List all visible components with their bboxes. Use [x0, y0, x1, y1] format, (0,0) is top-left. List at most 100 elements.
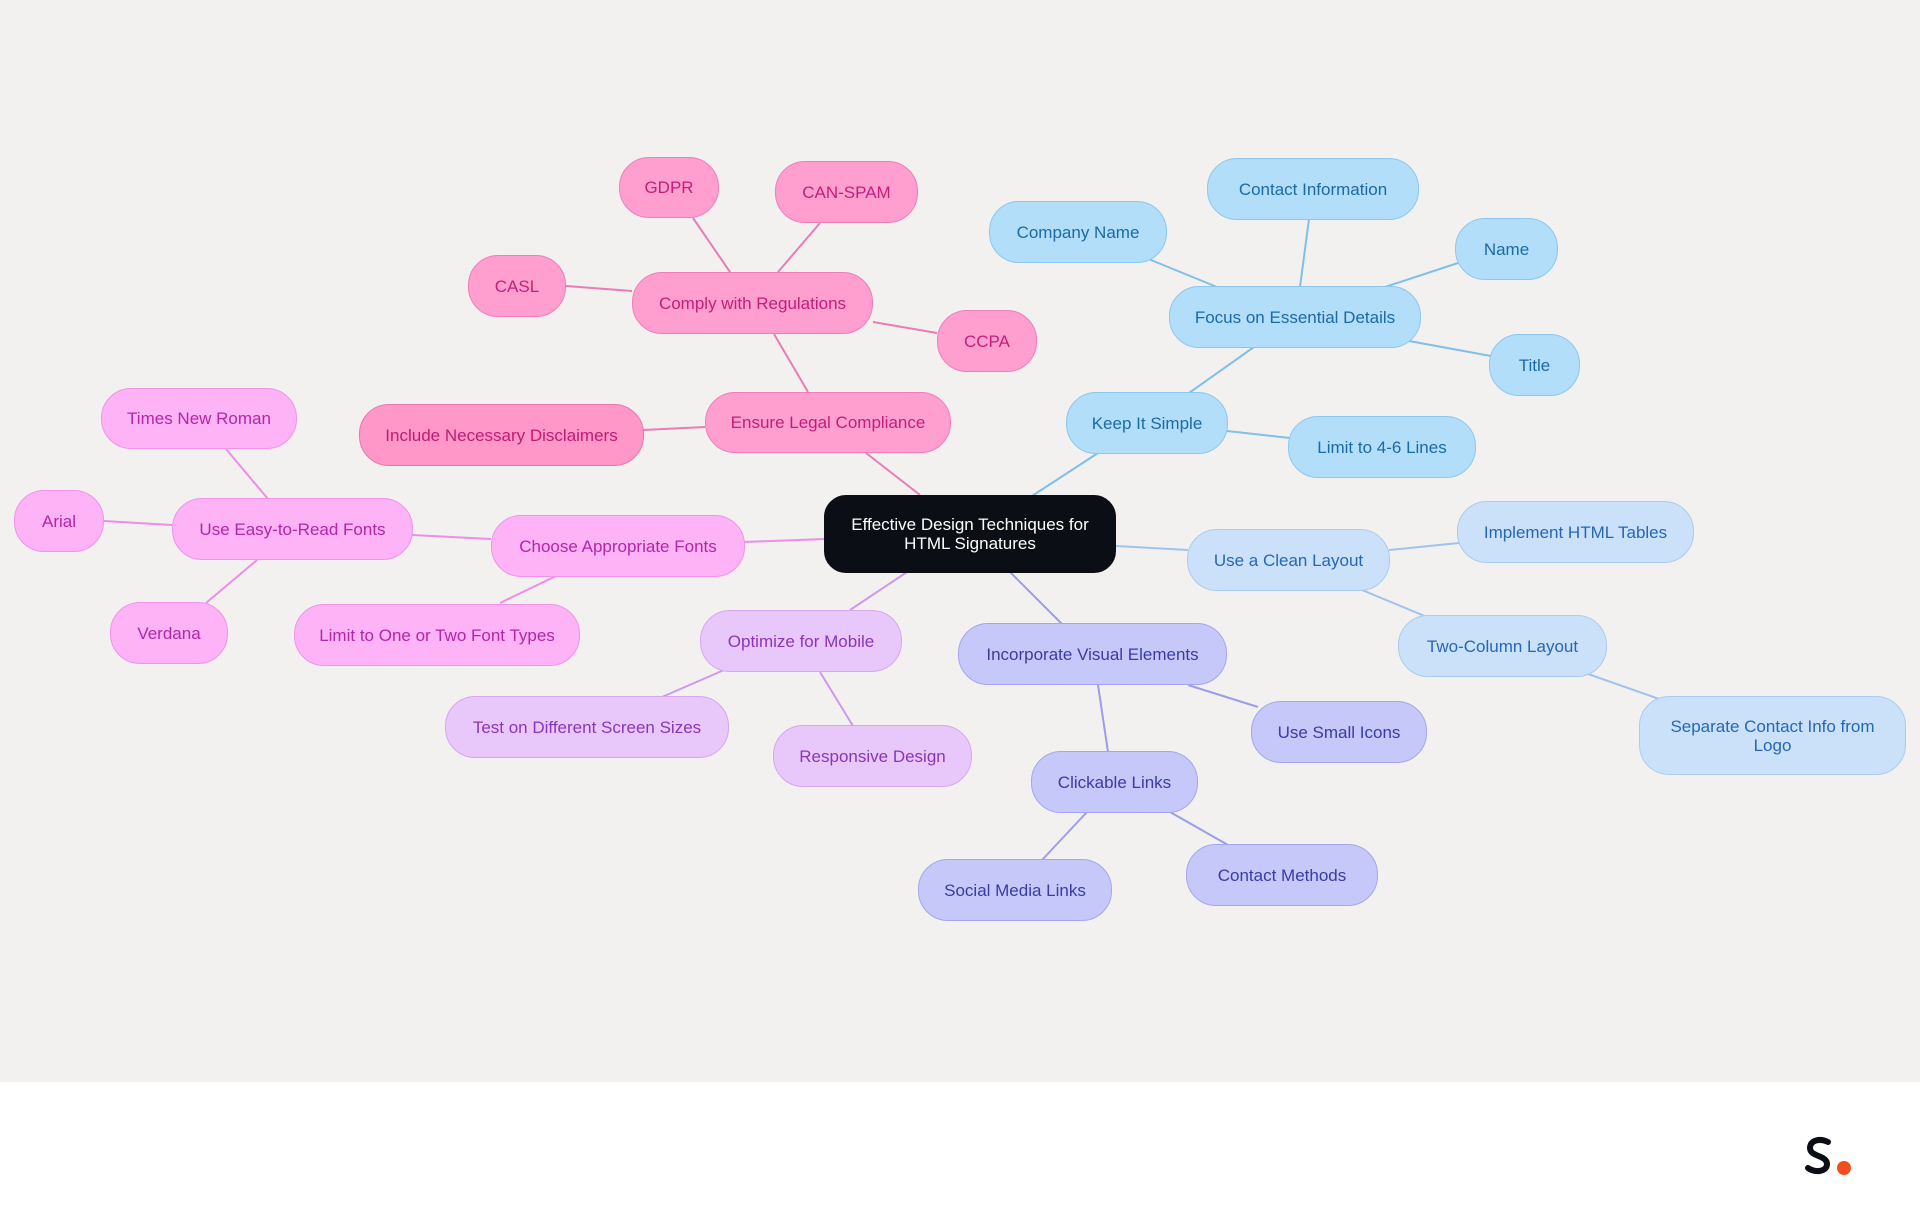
- edge-root-mobile: [849, 571, 908, 611]
- edge-mobile-test: [661, 669, 725, 698]
- edge-fonts-limit: [499, 575, 557, 604]
- node-label: Use Small Icons: [1277, 722, 1401, 742]
- node-company-name[interactable]: Company Name: [989, 201, 1167, 263]
- node-contact-information[interactable]: Contact Information: [1207, 158, 1419, 220]
- node-implement-html-tables[interactable]: Implement HTML Tables: [1457, 501, 1694, 563]
- node-arial[interactable]: Arial: [14, 490, 104, 552]
- edge-root-visual: [1009, 571, 1063, 625]
- node-label: Contact Information: [1238, 179, 1388, 199]
- node-label: CCPA: [964, 331, 1010, 351]
- node-label: Title: [1518, 355, 1551, 375]
- node-include-necessary-disclaimers[interactable]: Include Necessary Disclaimers: [359, 404, 644, 466]
- node-label: Limit to One or Two Font Types: [319, 625, 555, 645]
- edge-essential-title: [1408, 340, 1492, 357]
- edge-regulations-canspam: [777, 222, 821, 273]
- edge-mobile-responsive: [819, 671, 854, 727]
- edge-regulations-ccpa: [872, 321, 938, 334]
- node-label: Optimize for Mobile: [727, 631, 875, 651]
- node-label: Times New Roman: [127, 409, 271, 428]
- node-label: Two-Column Layout: [1426, 636, 1579, 656]
- node-label: Responsive Design: [799, 746, 946, 766]
- node-keep-it-simple[interactable]: Keep It Simple: [1066, 392, 1228, 454]
- node-label: Ensure Legal Compliance: [730, 413, 926, 432]
- mindmap-edges: [103, 217, 1663, 861]
- node-use-easy-to-read-fonts[interactable]: Use Easy-to-Read Fonts: [172, 498, 413, 560]
- node-clickable-links[interactable]: Clickable Links: [1031, 751, 1198, 813]
- edge-essential-contact: [1299, 218, 1310, 288]
- edge-root-fonts: [743, 538, 826, 543]
- node-label: Keep It Simple: [1091, 413, 1203, 433]
- node-comply-with-regulations[interactable]: Comply with Regulations: [632, 272, 873, 334]
- node-label: Test on Different Screen Sizes: [472, 717, 702, 737]
- node-incorporate-visual-elements[interactable]: Incorporate Visual Elements: [958, 623, 1227, 685]
- node-test-on-different-screen-sizes[interactable]: Test on Different Screen Sizes: [445, 696, 729, 758]
- edge-easy-arial: [103, 520, 173, 526]
- node-label: Separate Contact Info from Logo: [1670, 716, 1875, 755]
- edge-regulations-gdpr: [692, 217, 731, 273]
- node-gdpr[interactable]: GDPR: [619, 157, 719, 218]
- brand-logo-icon: [1805, 1137, 1851, 1175]
- root-label: Effective Design Techniques for HTML Sig…: [851, 515, 1089, 553]
- edge-essential-company: [1145, 257, 1218, 288]
- node-optimize-for-mobile[interactable]: Optimize for Mobile: [700, 610, 902, 672]
- edge-regulations-casl: [565, 285, 633, 292]
- node-label: Contact Methods: [1217, 865, 1347, 885]
- node-ensure-legal-compliance[interactable]: Ensure Legal Compliance: [705, 392, 951, 453]
- node-label: Clickable Links: [1057, 772, 1172, 792]
- node-label: Social Media Links: [944, 880, 1086, 900]
- edge-fonts-easy: [411, 534, 492, 540]
- node-use-a-clean-layout[interactable]: Use a Clean Layout: [1187, 529, 1390, 591]
- node-label: CASL: [494, 276, 540, 296]
- node-two-column-layout[interactable]: Two-Column Layout: [1398, 615, 1607, 677]
- edge-links-contact: [1169, 811, 1229, 846]
- edge-layout-twocol: [1361, 589, 1428, 618]
- node-label: Company Name: [1016, 222, 1140, 242]
- edge-root-simple: [1031, 452, 1099, 497]
- root-node[interactable]: Effective Design Techniques for HTML Sig…: [824, 495, 1116, 573]
- edge-visual-icons: [1187, 684, 1259, 708]
- node-casl[interactable]: CASL: [468, 255, 566, 317]
- edge-layout-tables: [1388, 542, 1460, 551]
- node-separate-contact-info-from-logo[interactable]: Separate Contact Info from Logo: [1639, 696, 1906, 775]
- node-title[interactable]: Title: [1489, 334, 1580, 396]
- node-times-new-roman[interactable]: Times New Roman: [101, 388, 297, 449]
- node-focus-on-essential-details[interactable]: Focus on Essential Details: [1169, 286, 1421, 348]
- edge-links-social: [1041, 811, 1088, 861]
- node-label: Include Necessary Disclaimers: [385, 425, 618, 445]
- edge-legal-regulations: [773, 333, 809, 393]
- edge-twocol-separate: [1587, 673, 1663, 701]
- node-label: Verdana: [137, 623, 201, 643]
- node-social-media-links[interactable]: Social Media Links: [918, 859, 1112, 921]
- node-label: Name: [1483, 239, 1530, 259]
- edge-easy-verdana: [205, 559, 258, 604]
- edge-root-legal: [865, 452, 921, 496]
- node-name[interactable]: Name: [1455, 218, 1558, 280]
- edge-root-layout: [1115, 545, 1189, 551]
- node-ccpa[interactable]: CCPA: [937, 310, 1037, 372]
- node-label: Choose Appropriate Fonts: [519, 536, 717, 556]
- node-label: Limit to 4-6 Lines: [1317, 437, 1447, 457]
- edge-essential-name: [1384, 262, 1459, 288]
- node-choose-appropriate-fonts[interactable]: Choose Appropriate Fonts: [491, 515, 745, 577]
- node-label: Use Easy-to-Read Fonts: [199, 519, 386, 539]
- mindmap-canvas: Effective Design Techniques for HTML Sig…: [0, 0, 1920, 1082]
- node-use-small-icons[interactable]: Use Small Icons: [1251, 701, 1427, 763]
- node-label: Use a Clean Layout: [1213, 550, 1364, 570]
- node-label: GDPR: [644, 178, 694, 197]
- node-label: Comply with Regulations: [658, 293, 847, 313]
- node-label: Incorporate Visual Elements: [986, 644, 1199, 664]
- node-verdana[interactable]: Verdana: [110, 602, 228, 664]
- footer-bar: [0, 1082, 1920, 1215]
- node-responsive-design[interactable]: Responsive Design: [773, 725, 972, 787]
- node-can-spam[interactable]: CAN-SPAM: [775, 161, 918, 223]
- node-label: CAN-SPAM: [802, 182, 891, 202]
- node-limit-to-4-6-lines[interactable]: Limit to 4-6 Lines: [1288, 416, 1476, 478]
- edge-simple-essential: [1188, 346, 1255, 394]
- node-label: Arial: [41, 511, 76, 531]
- edge-visual-links: [1097, 684, 1109, 753]
- edge-easy-times: [225, 448, 269, 500]
- node-label: Focus on Essential Details: [1194, 307, 1396, 327]
- node-contact-methods[interactable]: Contact Methods: [1186, 844, 1378, 906]
- edge-simple-lines: [1226, 430, 1291, 439]
- node-limit-to-one-or-two-font-types[interactable]: Limit to One or Two Font Types: [294, 604, 580, 666]
